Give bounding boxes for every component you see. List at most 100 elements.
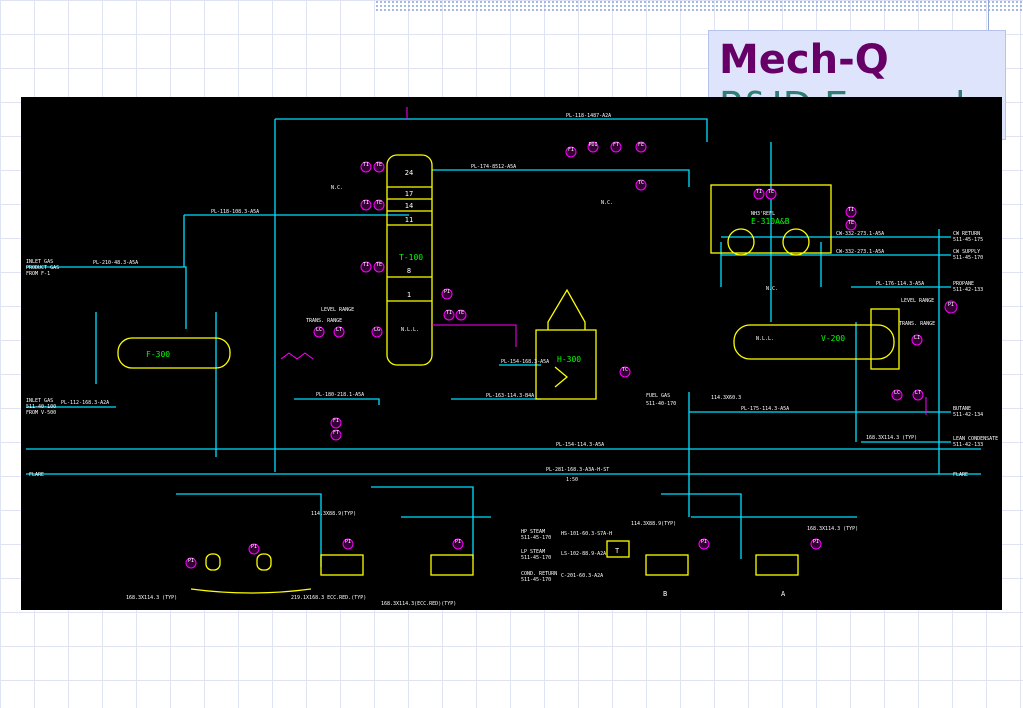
heater-tag: H-300 [557, 355, 581, 364]
instrument-tag: FE [638, 142, 644, 148]
top-right-rule [988, 0, 989, 40]
instrument-bubble [373, 161, 385, 173]
instrument-tag: TI [363, 262, 369, 268]
instrument-bubble [912, 389, 924, 401]
instrument-bubble [313, 326, 325, 338]
instrument-bubbles [185, 141, 958, 569]
exchanger-lines [720, 242, 822, 287]
instrument-tag: LG [374, 327, 380, 333]
offpage-label: FLARE [29, 472, 44, 478]
instrument-tag: TI [756, 189, 762, 195]
line-label: CW-332-273.1-A5A [836, 249, 884, 255]
line-label: 114.3X88.9(TYP) [311, 511, 356, 517]
top-vapor-line [432, 169, 690, 187]
instrument-bubble [911, 334, 923, 346]
inlet-gas-line [26, 266, 187, 329]
drum-f300 [117, 337, 231, 369]
instrument-tag: FI [568, 147, 574, 153]
line-label: 114.3X88.9(TYP) [631, 521, 676, 527]
offpage-label: INLET GAS [26, 259, 53, 265]
column-tag: T-100 [399, 253, 423, 262]
instrument-bubble [373, 261, 385, 273]
drum-right-tag: V-200 [821, 334, 845, 343]
pump-suction-left [176, 493, 322, 567]
line-label: 1:50 [566, 477, 578, 483]
instrument-bubble [333, 326, 345, 338]
line-label: 511-40-170 [646, 401, 676, 407]
instrument-tag: LC [316, 327, 322, 333]
column-note: N.L.L. [401, 327, 419, 333]
instrument-tag: TC [622, 367, 628, 373]
column-note: TRANS. RANGE [899, 321, 935, 327]
column-t100 [386, 154, 433, 366]
tray-number: 14 [405, 202, 413, 210]
line-label: 168.3X114.3 (TYP) [807, 526, 858, 532]
instrument-tag: PI [948, 302, 954, 308]
tray-number: 24 [405, 169, 413, 177]
instrument-tag: PI [813, 539, 819, 545]
instrument-tag: TE [376, 262, 382, 268]
instrument-bubble [452, 538, 464, 550]
offpage-label: PROPANE [953, 281, 974, 287]
instrument-tag: TE [376, 162, 382, 168]
line-label: HP STEAM [521, 529, 545, 535]
pump-motor-1 [320, 554, 364, 576]
line-label: PL-176-114.3-A5A [876, 281, 924, 287]
instrument-bubble [698, 538, 710, 550]
line-label: LP STEAM [521, 549, 545, 555]
offpage-label: LEAN CONDENSATE [953, 436, 998, 442]
pump-labels: B A T [615, 547, 786, 598]
exchanger-b [782, 228, 810, 256]
offpage-label: INLET GAS [26, 398, 53, 404]
instrument-tag: PI [455, 539, 461, 545]
instrument-bubble [845, 206, 857, 218]
instrument-tag: TI [446, 310, 452, 316]
line-label: PL-281-168.3-A3A-H-ST [546, 467, 609, 473]
line-label: HS-101-60.3-S7A-H [561, 531, 612, 537]
pump-suction-mid [371, 486, 474, 559]
pump-motor-2 [430, 554, 474, 576]
offpage-connectors: INLET GAS PRODUCT GAS FROM F-1 INLET GAS… [26, 231, 998, 478]
line-label: 511-45-170 [521, 577, 551, 583]
offpage-label: BUTANE [953, 406, 971, 412]
offpage-label: CW SUPPLY [953, 249, 980, 255]
instrument-bubble [330, 417, 342, 429]
line-label: 168.3X114.3 (TYP) [126, 595, 177, 601]
column-note: N.L.L. [756, 336, 774, 342]
pump-motor-4 [755, 554, 799, 576]
turbine-label: T [615, 547, 620, 555]
line-label: N.C. [601, 200, 613, 206]
equipment-tags: T-100 F-300 H-300 E-310A&B V-200 [146, 217, 845, 364]
line-label: 511-45-170 [521, 555, 551, 561]
instrument-bubble [944, 300, 958, 314]
line-label: FUEL GAS [646, 393, 670, 399]
line-label: 511-45-170 [521, 535, 551, 541]
instrument-tag: FT [333, 430, 339, 436]
line-label: PL-118-1487-A2A [566, 113, 611, 119]
offpage-label: 511-40-100 [26, 404, 56, 410]
line-label: PL-163-114.3-B4A [486, 393, 534, 399]
pump-motor-3 [645, 554, 689, 576]
exchanger-a [727, 228, 755, 256]
line-label: N.C. [766, 286, 778, 292]
pump-small-2 [256, 553, 272, 571]
column-note: LEVEL RANGE [901, 298, 934, 304]
line-label: PL-112-168.3-A2A [61, 400, 109, 406]
instrument-bubble [360, 199, 372, 211]
instrument-tag: TE [458, 310, 464, 316]
pump-base-curve [190, 588, 312, 594]
instrument-tag: TC [638, 180, 644, 186]
instrument-bubble [371, 326, 383, 338]
line-label: NH3'REFL [751, 211, 775, 217]
tray-numbers: 24 17 14 11 8 1 [405, 169, 413, 299]
instrument-bubble [810, 538, 822, 550]
column-note: TRANS. RANGE [306, 318, 342, 324]
instrument-bubble [342, 538, 354, 550]
offpage-label: 511-42-133 [953, 287, 983, 293]
drum-v200 [733, 324, 895, 360]
line-label: PL-180-218.1-A5A [316, 392, 364, 398]
tray-number: 8 [407, 267, 411, 275]
heater-h300 [535, 288, 597, 400]
offpage-label: FROM V-500 [26, 410, 56, 416]
offpage-label: FLARE [953, 472, 968, 478]
